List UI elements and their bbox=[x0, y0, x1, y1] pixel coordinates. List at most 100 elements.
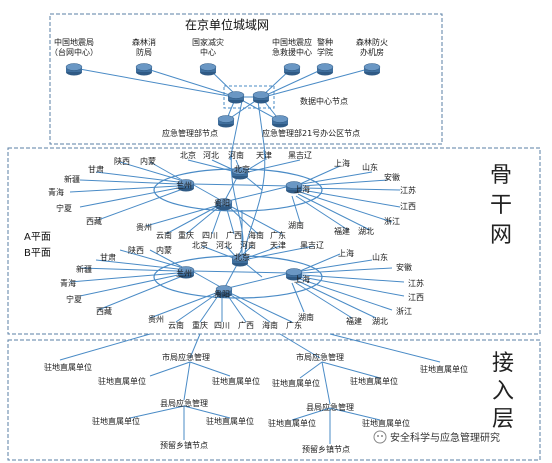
direct-unit-label: 驻地直属单位 bbox=[206, 416, 254, 426]
prov-label: 上海 bbox=[338, 248, 354, 258]
prov-label: 黑吉辽 bbox=[300, 241, 324, 250]
hub-beijing-b: 北京 bbox=[234, 252, 250, 262]
router-icon bbox=[199, 63, 217, 76]
prov-label: 北京 bbox=[180, 150, 196, 160]
prov-label: 海南 bbox=[262, 320, 278, 330]
direct-unit-label: 驻地直属单位 bbox=[92, 416, 140, 426]
prov-label: 新疆 bbox=[76, 264, 92, 274]
wechat-icon-dot bbox=[381, 435, 383, 437]
router-icon bbox=[252, 91, 270, 104]
metro-unit-5-line1: 警种 bbox=[317, 37, 333, 47]
router-icon bbox=[65, 63, 83, 76]
prov-label: 浙江 bbox=[384, 216, 400, 226]
prov-label: 甘肃 bbox=[88, 164, 104, 174]
prov-label: 湖南 bbox=[298, 312, 314, 322]
prov-label: 湖北 bbox=[358, 227, 374, 236]
prov-label: 江西 bbox=[400, 202, 416, 211]
prov-label: 西藏 bbox=[96, 306, 112, 316]
prov-label: 山东 bbox=[372, 252, 388, 262]
prov-label: 黑吉辽 bbox=[288, 151, 312, 160]
backbone-frame bbox=[7, 147, 541, 335]
hub-beijing-a: 北京 bbox=[234, 164, 250, 174]
prov-label: 福建 bbox=[346, 316, 362, 326]
prov-label: 陕西 bbox=[128, 245, 144, 255]
prov-label: 河北 bbox=[203, 150, 219, 160]
prov-label: 青海 bbox=[60, 278, 76, 288]
county-bureau-label: 县局应急管理 bbox=[306, 402, 354, 412]
prov-label: 四川 bbox=[202, 231, 218, 240]
ministry-node-label: 应急管理部节点 bbox=[162, 128, 218, 138]
prov-label: 安徽 bbox=[384, 172, 400, 182]
hub-shanghai-a: 上海 bbox=[294, 184, 310, 194]
backbone-title-2: 干 bbox=[490, 193, 512, 218]
prov-label: 内蒙 bbox=[140, 156, 156, 166]
metro-unit-4-line2: 急救援中心 bbox=[272, 47, 312, 57]
metro-unit-4-line1: 中国地震应 bbox=[272, 37, 312, 47]
prov-label: 宁夏 bbox=[66, 294, 82, 304]
watermark: 安全科学与应急管理研究 bbox=[373, 430, 500, 444]
router-icon bbox=[283, 63, 301, 76]
hub-shanghai-b: 上海 bbox=[294, 274, 310, 284]
plane-a-labels: 北京 河北 河南 天津 黑吉辽 陕西 内蒙 甘肃 新疆 青海 宁夏 西藏 上海 … bbox=[48, 150, 416, 240]
router-icon bbox=[271, 115, 289, 128]
direct-unit-label: 驻地直属单位 bbox=[362, 418, 410, 428]
city-bureau-label: 市局应急管理 bbox=[296, 352, 344, 362]
data-center-label: 数据中心节点 bbox=[300, 96, 348, 106]
prov-label: 河北 bbox=[216, 240, 232, 250]
data-center-box bbox=[223, 85, 275, 109]
router-icon bbox=[227, 91, 245, 104]
prov-label: 贵州 bbox=[148, 314, 164, 324]
prov-label: 北京 bbox=[192, 240, 208, 250]
access-frame bbox=[7, 339, 541, 461]
prov-label: 湖北 bbox=[372, 317, 388, 326]
prov-label: 广西 bbox=[226, 230, 242, 240]
prov-label: 湖南 bbox=[288, 220, 304, 230]
prov-label: 上海 bbox=[334, 158, 350, 168]
plane-a-label: A平面 bbox=[24, 232, 51, 243]
metro-unit-labels: 中国地震局 （台网中心） 森林消 防局 国家减灾 中心 中国地震应 急救援中心 … bbox=[50, 37, 388, 57]
metro-unit-6-line2: 办机房 bbox=[360, 47, 384, 57]
hub-guiyang-b: 贵阳 bbox=[214, 289, 230, 299]
metro-unit-1-line1: 中国地震局 bbox=[54, 37, 94, 47]
prov-label: 甘肃 bbox=[100, 252, 116, 262]
prov-label: 天津 bbox=[256, 150, 272, 160]
metro-unit-2-line2: 防局 bbox=[136, 47, 152, 57]
metro-unit-3-line1: 国家减灾 bbox=[192, 37, 224, 47]
backbone-title-1: 骨 bbox=[490, 163, 512, 188]
direct-unit-label: 驻地直属单位 bbox=[44, 362, 92, 372]
prov-label: 广西 bbox=[238, 320, 254, 330]
router-icon bbox=[217, 115, 235, 128]
access-links bbox=[59, 333, 441, 444]
prov-label: 广东 bbox=[270, 230, 286, 240]
prov-label: 青海 bbox=[48, 187, 64, 197]
inter-plane-links bbox=[230, 149, 266, 259]
prov-label: 广东 bbox=[286, 320, 302, 330]
access-title-1: 接 bbox=[492, 351, 514, 376]
office-node-label: 应急管理部21号办公区节点 bbox=[262, 128, 360, 138]
hub-lanzhou-b: 兰州 bbox=[176, 268, 192, 278]
prov-label: 海南 bbox=[248, 230, 264, 240]
direct-unit-label: 驻地直属单位 bbox=[420, 364, 468, 374]
prov-label: 新疆 bbox=[64, 174, 80, 184]
hub-lanzhou-a: 兰州 bbox=[176, 180, 192, 190]
prov-label: 河南 bbox=[228, 150, 244, 160]
metro-unit-2-line1: 森林消 bbox=[132, 37, 156, 47]
prov-label: 福建 bbox=[334, 226, 350, 236]
township-label: 预留乡镇节点 bbox=[302, 444, 350, 454]
metro-unit-5-line2: 学院 bbox=[317, 47, 333, 57]
direct-unit-label: 驻地直属单位 bbox=[268, 418, 316, 428]
prov-label: 江苏 bbox=[408, 278, 424, 288]
access-title-2: 入 bbox=[492, 379, 514, 404]
backbone-title-3: 网 bbox=[490, 223, 512, 248]
watermark-text: 安全科学与应急管理研究 bbox=[390, 431, 500, 444]
prov-label: 西藏 bbox=[86, 216, 102, 226]
prov-label: 山东 bbox=[362, 162, 378, 172]
prov-label: 云南 bbox=[168, 320, 184, 330]
access-title-3: 层 bbox=[492, 407, 514, 432]
router-icon bbox=[316, 63, 334, 76]
city-bureau-label: 市局应急管理 bbox=[162, 352, 210, 362]
access-labels: 驻地直属单位 市局应急管理 驻地直属单位 驻地直属单位 市局应急管理 驻地直属单… bbox=[44, 352, 468, 454]
direct-unit-label: 驻地直属单位 bbox=[350, 376, 398, 386]
direct-unit-label: 驻地直属单位 bbox=[98, 376, 146, 386]
prov-label: 河南 bbox=[240, 240, 256, 250]
